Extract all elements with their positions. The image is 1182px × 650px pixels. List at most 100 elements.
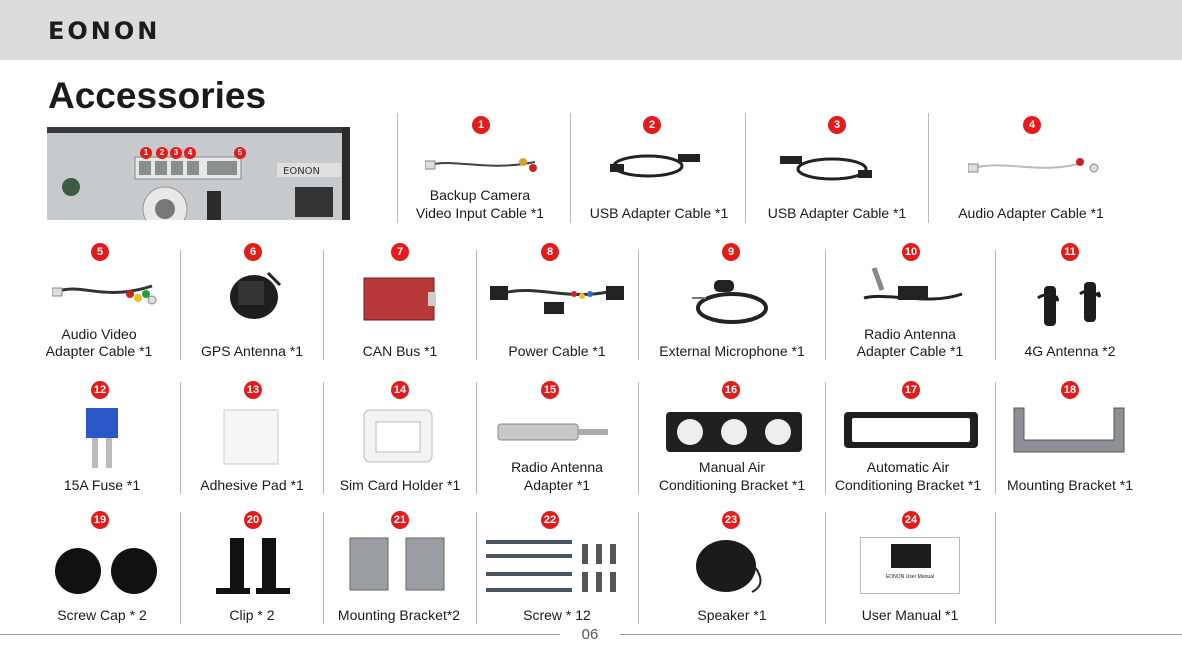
- item-badge-1: 1: [472, 116, 490, 134]
- user-manual-icon: EONON User Manual: [860, 537, 960, 594]
- mounting-bracket-pair-icon: [349, 537, 445, 591]
- item-caption-7: CAN Bus *1: [362, 343, 438, 359]
- item-caption-8: Power Cable *1: [508, 343, 606, 359]
- manual-cover-text: EONON User Manual: [885, 574, 935, 580]
- panel-badge-3: 3: [170, 147, 182, 159]
- item-caption-9: External Microphone *1: [659, 343, 805, 359]
- item-caption-14: Sim Card Holder *1: [339, 477, 461, 493]
- item-badge-22: 22: [541, 511, 559, 529]
- mounting-bracket-icon: [1013, 407, 1125, 453]
- 4g-antenna-icon: [1037, 282, 1101, 326]
- power-cable-icon: [490, 286, 624, 314]
- item-badge-6: 6: [244, 243, 262, 261]
- item-caption-3: USB Adapter Cable *1: [767, 205, 907, 221]
- item-caption-10b: Adapter Cable *1: [856, 343, 964, 359]
- divider: [995, 512, 996, 624]
- manual-screen-graphic: [891, 544, 931, 568]
- item-caption-5a: Audio Video: [61, 326, 137, 342]
- brand-logo-text: EONON: [48, 17, 161, 45]
- screw-cap-icon: [55, 548, 157, 594]
- divider: [476, 382, 477, 494]
- item-caption-12: 15A Fuse *1: [63, 477, 141, 493]
- divider: [180, 512, 181, 624]
- page-title: Accessories: [48, 75, 267, 116]
- camera-cable-icon: [425, 158, 537, 172]
- clip-icon: [216, 538, 290, 594]
- item-badge-3: 3: [828, 116, 846, 134]
- panel-badge-5: 5: [234, 147, 246, 159]
- item-badge-8: 8: [541, 243, 559, 261]
- item-caption-18: Mounting Bracket *1: [1006, 477, 1134, 493]
- brand-logo: EONON: [48, 18, 198, 44]
- item-caption-15a: Radio Antenna: [511, 459, 603, 475]
- item-badge-23: 23: [722, 511, 740, 529]
- page-number: 06: [581, 626, 599, 643]
- item-badge-9: 9: [722, 243, 740, 261]
- item-badge-20: 20: [244, 511, 262, 529]
- item-caption-17a: Automatic Air: [866, 459, 950, 475]
- divider: [995, 382, 996, 494]
- item-badge-15: 15: [541, 381, 559, 399]
- can-bus-icon: [363, 277, 436, 321]
- rear-panel-image: EONON 1 2 3 4 5: [47, 127, 350, 220]
- item-caption-2: USB Adapter Cable *1: [589, 205, 729, 221]
- item-caption-16a: Manual Air: [698, 459, 766, 475]
- divider: [995, 250, 996, 360]
- divider: [638, 250, 639, 360]
- item-badge-21: 21: [391, 511, 409, 529]
- item-badge-10: 10: [902, 243, 920, 261]
- item-caption-1a: Backup Camera: [429, 187, 531, 203]
- screws-icon: [486, 540, 616, 592]
- antenna-adapter-icon: [497, 423, 608, 441]
- item-badge-17: 17: [902, 381, 920, 399]
- divider: [476, 250, 477, 360]
- item-badge-2: 2: [643, 116, 661, 134]
- radio-antenna-cable-icon: [863, 267, 963, 301]
- fuse-icon: [86, 408, 118, 468]
- item-caption-11: 4G Antenna *2: [1024, 343, 1116, 359]
- manual-ac-bracket-icon: [666, 412, 802, 452]
- auto-ac-bracket-icon: [844, 412, 978, 448]
- item-badge-11: 11: [1061, 243, 1079, 261]
- item-badge-24: 24: [902, 511, 920, 529]
- item-badge-5: 5: [91, 243, 109, 261]
- usb-cable-icon: [780, 156, 872, 181]
- divider: [825, 382, 826, 494]
- adhesive-pad-icon: [223, 409, 279, 465]
- divider: [180, 382, 181, 494]
- item-badge-16: 16: [722, 381, 740, 399]
- item-caption-23: Speaker *1: [697, 607, 767, 623]
- item-caption-24: User Manual *1: [861, 607, 959, 623]
- divider: [825, 250, 826, 360]
- item-badge-14: 14: [391, 381, 409, 399]
- header-bar: EONON: [0, 0, 1182, 60]
- divider: [928, 113, 929, 223]
- microphone-icon: [692, 280, 768, 324]
- item-caption-22: Screw * 12: [523, 607, 591, 623]
- item-badge-18: 18: [1061, 381, 1079, 399]
- footer-rule-right: [620, 634, 1182, 635]
- divider: [570, 113, 571, 223]
- divider: [180, 250, 181, 360]
- divider: [745, 113, 746, 223]
- usb-cable-icon: [610, 154, 700, 178]
- item-badge-12: 12: [91, 381, 109, 399]
- speaker-icon: [696, 540, 762, 593]
- item-caption-6: GPS Antenna *1: [201, 343, 303, 359]
- item-caption-5b: Adapter Cable *1: [45, 343, 153, 359]
- panel-badge-4: 4: [184, 147, 196, 159]
- svg-text:EONON: EONON: [283, 166, 320, 177]
- panel-badge-1: 1: [140, 147, 152, 159]
- item-badge-13: 13: [244, 381, 262, 399]
- divider: [323, 382, 324, 494]
- panel-badge-2: 2: [156, 147, 168, 159]
- audio-cable-icon: [968, 158, 1099, 173]
- sim-holder-icon: [363, 409, 433, 463]
- av-cable-icon: [52, 284, 157, 305]
- divider: [638, 382, 639, 494]
- gps-antenna-icon: [230, 271, 282, 319]
- divider: [476, 512, 477, 624]
- divider: [323, 512, 324, 624]
- item-caption-20: Clip * 2: [229, 607, 275, 623]
- divider: [638, 512, 639, 624]
